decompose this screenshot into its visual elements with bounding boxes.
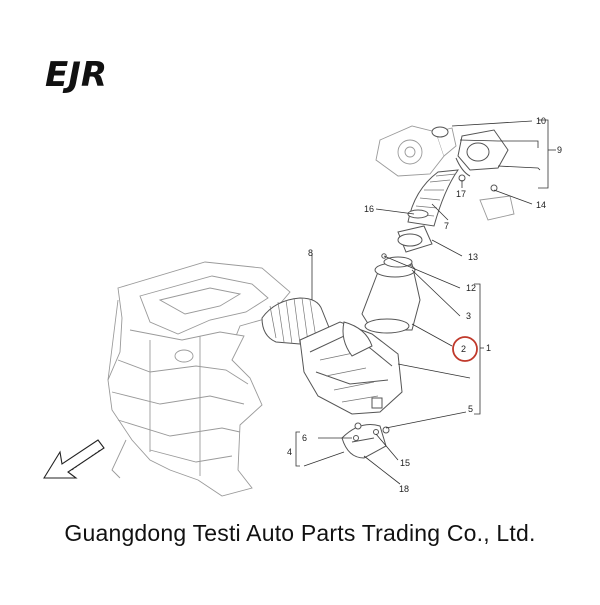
direction-arrow-icon <box>43 439 105 479</box>
label-part-3: 3 <box>466 311 471 321</box>
label-part-18: 18 <box>399 484 409 494</box>
label-part-4: 4 <box>287 447 292 457</box>
label-part-12: 12 <box>466 283 476 293</box>
company-name-caption: Guangdong Testi Auto Parts Trading Co., … <box>64 520 536 546</box>
bolt-5 <box>382 426 390 434</box>
label-part-16: 16 <box>364 204 374 214</box>
label-part-5: 5 <box>468 404 473 414</box>
label-part-10: 10 <box>536 116 546 126</box>
front-shroud-assembly <box>107 261 291 497</box>
bracket-14 <box>479 184 515 221</box>
label-part-1: 1 <box>486 343 491 353</box>
clamp-16 <box>407 209 429 219</box>
mass-air-sensor-13 <box>397 225 433 253</box>
brand-logo: EJR <box>45 55 107 95</box>
air-filter-box <box>299 321 403 415</box>
label-part-2: 2 <box>461 344 466 354</box>
label-part-17: 17 <box>456 189 466 199</box>
label-part-7: 7 <box>444 221 449 231</box>
label-part-8: 8 <box>308 248 313 258</box>
highlight-circle-part-2 <box>452 336 478 362</box>
part-number-labels: 10 9 17 14 16 7 13 8 12 3 2 1 5 6 4 15 1… <box>287 116 562 494</box>
leader-lines <box>295 119 556 485</box>
clamp-12 <box>381 253 413 268</box>
label-part-9: 9 <box>557 145 562 155</box>
label-part-14: 14 <box>536 200 546 210</box>
bracket-4 <box>341 422 387 459</box>
washer-6 <box>353 435 359 441</box>
label-part-6: 6 <box>302 433 307 443</box>
connector-9 <box>455 129 509 177</box>
label-part-15: 15 <box>400 458 410 468</box>
label-part-13: 13 <box>468 252 478 262</box>
filter-element-3 <box>361 262 421 334</box>
seal-ring-10 <box>431 126 449 138</box>
brand-logo-text: EJR <box>45 55 107 95</box>
